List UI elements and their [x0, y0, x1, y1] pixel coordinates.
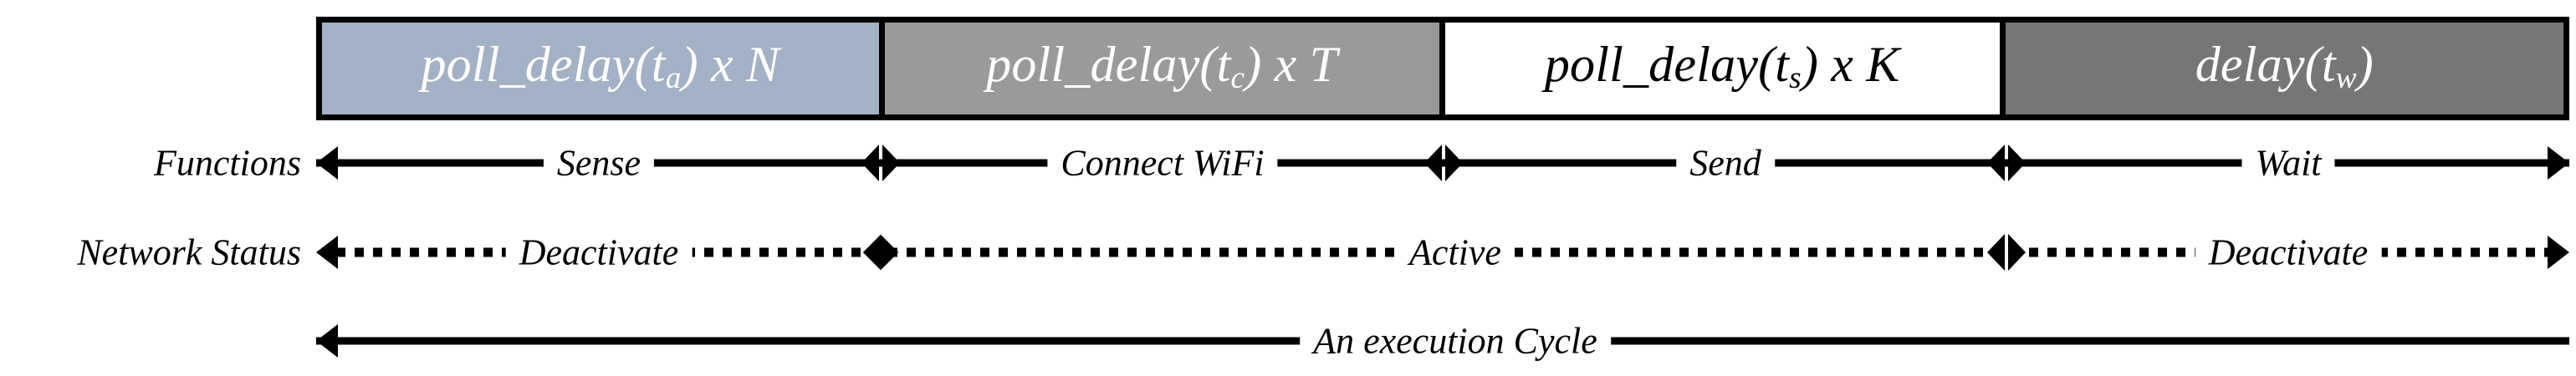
functions-row: Functions Sense Connect WiFi Send Wait	[0, 138, 2576, 188]
phase-block-poll-delay-ts: poll_delay(ts) x K	[1444, 23, 2006, 114]
network-status-boundary-marker-icon	[1987, 234, 2026, 271]
functions-segment-label-sense: Sense	[543, 141, 655, 185]
phase-block-poll-delay-ta: poll_delay(ta) x N	[322, 23, 885, 114]
network-status-boundary-marker-icon	[862, 234, 899, 271]
phase-block-label: poll_delay(tc) x T	[986, 37, 1338, 96]
functions-segment-label-send: Send	[1676, 141, 1775, 185]
execution-cycle-row: An execution Cycle	[0, 316, 2576, 366]
phase-block-label: poll_delay(ta) x N	[421, 37, 780, 96]
functions-timeline-line	[316, 159, 2569, 167]
functions-boundary-marker-icon	[1987, 145, 2026, 181]
functions-boundary-marker-icon	[1424, 145, 1463, 181]
phase-bar: poll_delay(ta) x N poll_delay(tc) x T po…	[316, 17, 2569, 120]
functions-boundary-marker-icon	[861, 145, 900, 181]
phase-block-label: delay(tw)	[2195, 37, 2374, 96]
functions-segment-label-wait: Wait	[2241, 141, 2335, 185]
functions-row-label: Functions	[154, 142, 301, 184]
network-status-start-arrow-icon	[316, 236, 338, 269]
network-status-row: Network Status Deactivate Active Deactiv…	[0, 227, 2576, 277]
network-status-row-label: Network Status	[77, 231, 301, 273]
network-status-segment-label-deactivate-2: Deactivate	[2195, 231, 2382, 274]
network-status-end-arrow-icon	[2548, 236, 2569, 269]
phase-block-poll-delay-tc: poll_delay(tc) x T	[884, 23, 1445, 114]
network-status-segment-label-active: Active	[1396, 231, 1515, 274]
execution-cycle-label: An execution Cycle	[1300, 319, 1611, 363]
functions-segment-label-connect-wifi: Connect WiFi	[1047, 141, 1278, 185]
execution-cycle-start-arrow-icon	[316, 324, 338, 358]
network-status-row-label-wrap: Network Status	[0, 227, 301, 277]
functions-row-label-wrap: Functions	[0, 138, 301, 188]
functions-end-arrow-icon	[2548, 146, 2569, 180]
network-status-segment-label-deactivate-1: Deactivate	[505, 231, 693, 274]
functions-start-arrow-icon	[316, 146, 338, 180]
phase-block-label: poll_delay(ts) x K	[1544, 37, 1900, 96]
phase-block-delay-tw: delay(tw)	[2005, 23, 2563, 114]
